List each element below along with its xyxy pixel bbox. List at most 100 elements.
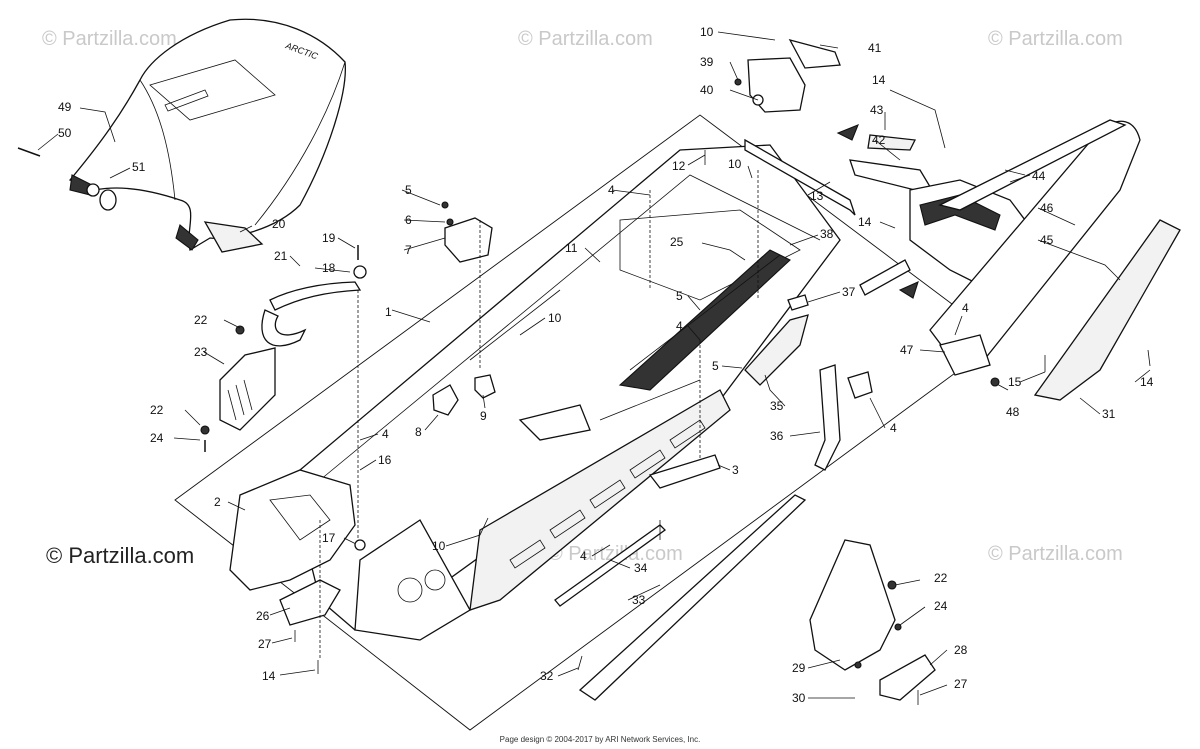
leader-lines: [37, 31, 1151, 699]
callout-40: 40: [700, 83, 714, 97]
callout-4a: 4: [608, 183, 615, 197]
rod-21-drawing: [269, 281, 362, 311]
callout-37: 37: [842, 285, 856, 299]
callout-41: 41: [868, 41, 882, 55]
callout-26: 26: [256, 609, 270, 623]
callout-12: 12: [672, 159, 686, 173]
callout-2: 2: [214, 495, 221, 509]
strap-36-drawing: [814, 364, 841, 471]
callout-14b: 14: [858, 215, 872, 229]
callout-34: 34: [634, 561, 648, 575]
nut-22a-drawing: [235, 325, 245, 335]
plate-36b-drawing: [847, 371, 873, 399]
callout-25: 25: [670, 235, 684, 249]
callout-33: 33: [632, 593, 646, 607]
callout-9: 9: [480, 409, 487, 423]
bracket-47-drawing: [939, 334, 991, 376]
callout-10a: 10: [728, 157, 742, 171]
callout-8: 8: [415, 425, 422, 439]
screw-5a-drawing: [441, 201, 449, 209]
callout-14d: 14: [1140, 375, 1154, 389]
front-section-2-drawing: [229, 469, 356, 591]
callout-50: 50: [58, 126, 72, 140]
callout-6: 6: [405, 213, 412, 227]
nut-22b-drawing: [200, 425, 210, 435]
callout-10c: 10: [548, 311, 562, 325]
callout-4b: 4: [676, 319, 683, 333]
guard-35-drawing: [744, 314, 809, 386]
bar-31-drawing: [1033, 219, 1181, 401]
callout-44: 44: [1032, 169, 1046, 183]
callout-1: 1: [385, 305, 392, 319]
fastener-marks: [294, 150, 1151, 705]
callout-48: 48: [1006, 405, 1020, 419]
rail-33-drawing: [578, 494, 807, 701]
watermark-left: © Partzilla.com: [46, 543, 195, 568]
watermark-top-center: © Partzilla.com: [518, 28, 653, 50]
callout-14a: 14: [872, 73, 886, 87]
callout-21: 21: [274, 249, 288, 263]
screw-6-drawing: [446, 218, 454, 226]
callout-22b: 22: [150, 403, 164, 417]
bracket-3-drawing: [648, 454, 721, 489]
plate-26-drawing: [279, 579, 341, 626]
callout-4d: 4: [580, 549, 587, 563]
callout-14c: 14: [262, 669, 276, 683]
callout-22c: 22: [934, 571, 948, 585]
lower-panel-drawing: [354, 519, 471, 641]
callout-22a: 22: [194, 313, 208, 327]
footrest-drawing: [809, 539, 936, 701]
callout-24a: 24: [150, 431, 164, 445]
callout-31: 31: [1102, 407, 1116, 421]
seat: ARCTIC: [68, 18, 346, 252]
flap-20-drawing: [203, 221, 264, 253]
watermark-top-left: © Partzilla.com: [42, 28, 177, 50]
tunnel-side-drawing: [469, 389, 731, 611]
rear-bumper-drawing: [929, 119, 1141, 371]
callout-13: 13: [810, 189, 824, 203]
callout-5a: 5: [405, 183, 412, 197]
callout-24b: 24: [934, 599, 948, 613]
arrow-marker-bottom: [898, 281, 919, 299]
plate-8-drawing: [432, 384, 459, 416]
rail-34-drawing: [554, 524, 666, 607]
strip-13-drawing: [744, 138, 856, 216]
page-footer: Page design © 2004-2017 by ARI Network S…: [499, 735, 701, 744]
bracket-37-drawing: [787, 294, 809, 311]
callout-7: 7: [405, 243, 412, 257]
callout-23: 23: [194, 345, 208, 359]
bracket-23-drawing: [219, 347, 276, 431]
callout-4e: 4: [890, 421, 897, 435]
callout-45: 45: [1040, 233, 1054, 247]
callout-17: 17: [322, 531, 336, 545]
callout-27b: 27: [954, 677, 968, 691]
arrow-marker-top: [836, 124, 859, 141]
callout-3: 3: [732, 463, 739, 477]
washer-51-drawing: [86, 183, 117, 211]
callout-5b: 5: [676, 289, 683, 303]
callout-49: 49: [58, 100, 72, 114]
callout-32: 32: [540, 669, 554, 683]
callout-27a: 27: [258, 637, 272, 651]
callout-46: 46: [1040, 201, 1054, 215]
callout-5c: 5: [712, 359, 719, 373]
callout-19: 19: [322, 231, 336, 245]
callout-51: 51: [132, 160, 146, 174]
callout-38: 38: [820, 227, 834, 241]
rail-38-drawing: [859, 259, 911, 296]
callout-16: 16: [378, 453, 392, 467]
callout-4f: 4: [962, 301, 969, 315]
callout-42: 42: [872, 133, 886, 147]
callout-43: 43: [870, 103, 884, 117]
callout-18: 18: [322, 261, 336, 275]
bracket-39-41-drawing: [734, 38, 841, 113]
watermark-right: © Partzilla.com: [988, 543, 1123, 565]
callout-39: 39: [700, 55, 714, 69]
callout-11: 11: [565, 241, 578, 255]
callout-29: 29: [792, 661, 806, 675]
callout-10b: 10: [700, 25, 714, 39]
callout-10d: 10: [432, 539, 446, 553]
callout-47: 47: [900, 343, 914, 357]
pin-50-drawing: [17, 147, 41, 157]
